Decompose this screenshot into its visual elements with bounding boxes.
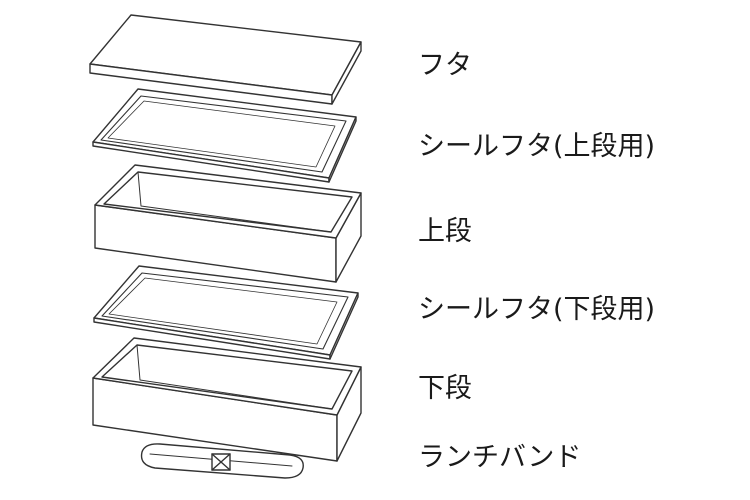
seal-lid-upper-illustration — [92, 88, 357, 183]
lunch-band-illustration — [140, 443, 304, 479]
label-seal-lid-lower: シールフタ(下段用) — [418, 294, 656, 325]
upper-tier-illustration — [94, 164, 362, 283]
label-upper-tier: 上段 — [418, 216, 472, 247]
label-lid: フタ — [418, 50, 472, 81]
label-lower-tier: 下段 — [418, 373, 472, 404]
label-seal-lid-upper: シールフタ(上段用) — [418, 131, 656, 162]
lid-illustration — [89, 14, 362, 105]
label-lunch-band: ランチバンド — [418, 442, 582, 473]
lower-tier-illustration — [92, 337, 362, 462]
seal-lid-lower-illustration — [93, 265, 359, 360]
